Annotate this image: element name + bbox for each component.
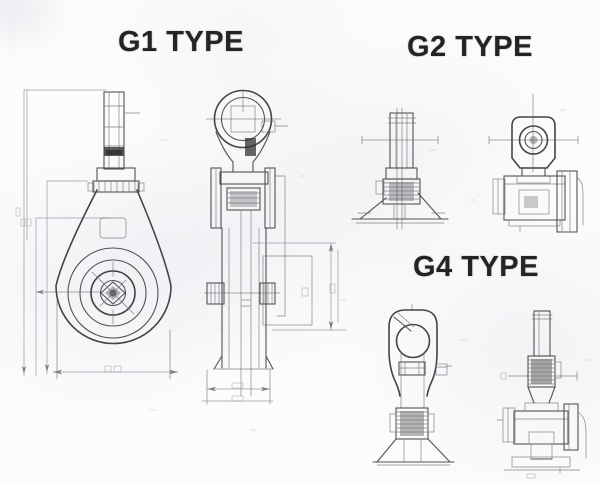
g2-side-view-drawing bbox=[488, 93, 584, 233]
g2-side-clevis-head bbox=[511, 116, 556, 169]
g4-side-stem bbox=[531, 310, 553, 357]
g1-shank bbox=[103, 91, 141, 170]
g1-side-dimensions bbox=[201, 242, 347, 405]
g1-collar bbox=[87, 167, 145, 193]
g1-dimension-lines bbox=[15, 89, 111, 377]
g4-front-crossbar bbox=[398, 351, 453, 409]
g2-front-stem bbox=[361, 112, 439, 169]
g1-side-view-drawing bbox=[201, 89, 347, 405]
g4-front-eye bbox=[388, 303, 438, 397]
g1-side-body bbox=[213, 209, 274, 397]
g2-type-title: G2 TYPE bbox=[407, 31, 533, 63]
g1-front-view-drawing bbox=[15, 89, 179, 380]
g1-bottom-dimension bbox=[52, 299, 179, 380]
g4-side-body bbox=[496, 386, 587, 479]
g1-side-housing bbox=[210, 167, 286, 317]
g1-sheave-plate bbox=[55, 189, 172, 345]
g4-side-view-drawing bbox=[496, 310, 587, 479]
g4-front-bell-base bbox=[372, 438, 455, 466]
g4-front-threaded-block bbox=[389, 407, 435, 440]
g1-type-title: G1 TYPE bbox=[118, 26, 244, 58]
g2-front-threaded-block bbox=[375, 167, 421, 205]
g4-type-title: G4 TYPE bbox=[413, 251, 539, 283]
g2-side-body bbox=[492, 167, 584, 233]
sketch-specks bbox=[149, 95, 591, 431]
g1-side-axle bbox=[204, 282, 280, 305]
g4-front-view-drawing bbox=[372, 303, 455, 466]
g2-front-bell-base bbox=[351, 192, 449, 224]
g2-front-view-drawing bbox=[351, 107, 449, 230]
g1-side-eye-ring bbox=[206, 89, 289, 173]
g4-side-threaded-block bbox=[500, 355, 578, 388]
